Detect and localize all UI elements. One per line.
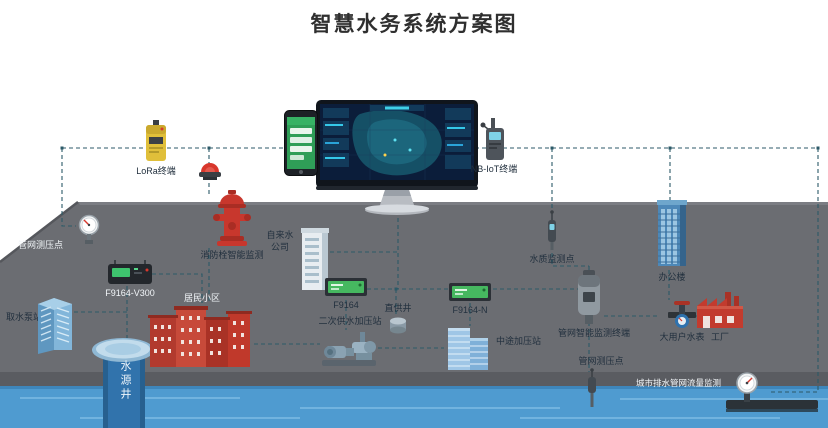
- factory-icon: [697, 292, 743, 328]
- water-company-node: 自来水公司: [264, 226, 330, 292]
- fire-hydrant-label: 消防栓智能监测: [200, 250, 264, 260]
- monitoring-terminal-icon: [578, 270, 600, 324]
- well-mouth-icon: [92, 338, 154, 362]
- fire-hydrant-node: 消防栓智能监测: [186, 190, 278, 262]
- drain-flow-node: [726, 370, 818, 423]
- pressure-point-left-node: 管网测压点: [18, 214, 102, 256]
- residential-buildings-icon: [148, 306, 252, 367]
- office-building-node: 办公楼: [650, 200, 694, 284]
- quality-sensor-icon: [548, 210, 556, 250]
- direct-well-node: [388, 316, 408, 339]
- well-shaft: [103, 350, 145, 428]
- glass-building-icon: [448, 328, 488, 370]
- monitor-dashboard-icon: [316, 100, 478, 215]
- smart-terminal-node: [574, 270, 604, 329]
- alarm-siren-icon: [199, 163, 221, 180]
- office-building-label: 办公楼: [658, 272, 686, 282]
- quality-point-label: 水质监测点: [529, 254, 575, 264]
- well-icon: [390, 317, 406, 334]
- smart-terminal-label: 管网智能监测终端: [557, 328, 630, 338]
- midway-station-label: 中途加压站: [496, 336, 542, 346]
- office-building-icon: [657, 200, 687, 266]
- f9164-v300-node: F9164-V300: [102, 260, 158, 300]
- intake-station-building-icon: [38, 298, 72, 354]
- big-meter-label: 大用户水表: [659, 332, 705, 342]
- intake-station-node: [34, 294, 76, 359]
- secondary-station-node: [320, 328, 378, 373]
- residential-node: [148, 303, 252, 374]
- monitor-node: [315, 100, 479, 223]
- quality-point-node: 水质监测点: [530, 210, 575, 266]
- drain-flow-label: 城市排水管网流量监测: [636, 378, 722, 388]
- lora-terminal-node: LoRa终端: [128, 120, 184, 178]
- rtu-device-icon: [325, 278, 367, 296]
- junction-dots: [60, 146, 820, 291]
- water-meter-valve-icon: [668, 301, 696, 328]
- siren-node: [197, 156, 223, 187]
- f9164-n-node: F9164-N: [447, 281, 493, 317]
- direct-well-label: 直供井: [384, 303, 412, 313]
- pressure-point-left-label: 管网测压点: [18, 240, 64, 250]
- lora-device-icon: [146, 120, 166, 161]
- rtu-device-icon: [108, 260, 152, 284]
- fire-hydrant-icon: [213, 190, 251, 246]
- f9164-label: F9164: [333, 300, 359, 310]
- shore-band: [0, 372, 828, 386]
- lora-terminal-label: LoRa终端: [136, 166, 176, 176]
- f9164-node: F9164: [323, 276, 369, 312]
- pressure-sensor-icon: [588, 368, 596, 407]
- nbiot-terminal-node: NB-IoT终端: [462, 116, 526, 176]
- water-well-label: 水源井: [119, 360, 131, 402]
- secondary-station-label: 二次供水加压站: [318, 316, 382, 326]
- smartphone-node: [284, 110, 318, 181]
- water-company-building-icon: [301, 228, 329, 290]
- midway-station-node: [444, 324, 494, 377]
- residential-label: 居民小区: [183, 293, 220, 303]
- big-meter-node: 大用户水表: [654, 298, 710, 344]
- factory-node: 工厂: [694, 290, 746, 344]
- rtu-device-icon: [449, 283, 491, 301]
- pressure-point-bottom-node: [584, 368, 600, 413]
- pump-group-icon: [322, 332, 376, 366]
- pressure-point-bottom-label: 管网测压点: [578, 356, 624, 366]
- pressure-gauge-icon: [78, 214, 100, 244]
- nbiot-terminal-label: NB-IoT终端: [470, 164, 518, 174]
- water-company-label: 自来水公司: [266, 230, 294, 252]
- flow-gauge-pipe-icon: [726, 372, 818, 412]
- f9164-n-label: F9164-N: [452, 305, 488, 315]
- nbiot-device-icon: [480, 118, 504, 160]
- f9164-v300-label: F9164-V300: [105, 288, 155, 298]
- smartphone-icon: [284, 110, 318, 176]
- page-title: 智慧水务系统方案图: [310, 13, 518, 36]
- intake-station-label: 取水泵站: [5, 312, 42, 322]
- factory-label: 工厂: [710, 332, 729, 342]
